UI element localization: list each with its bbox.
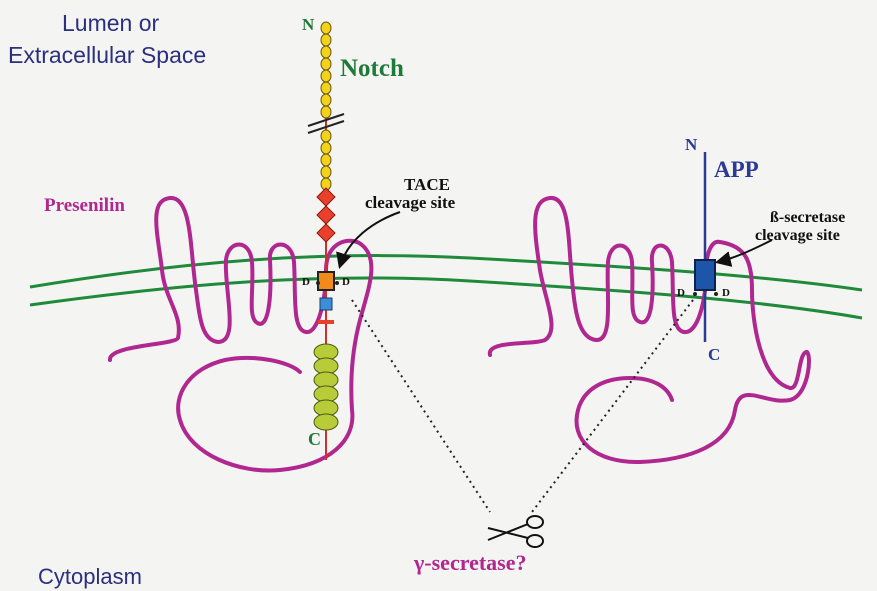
beta-secretase-box: [695, 260, 715, 290]
notch-transmembrane-box: [320, 298, 332, 310]
egf-repeat-chain: [321, 22, 331, 190]
egf-repeat: [321, 154, 331, 166]
app-d-left-dot: [693, 292, 697, 296]
notch-n-terminus: N: [302, 16, 314, 33]
lnr-diamond: [317, 224, 335, 242]
egf-repeat: [321, 106, 331, 118]
membrane-outer-line: [30, 256, 862, 290]
beta-secretase-label-line2: cleavage site: [755, 228, 840, 244]
notch-stop-bar: [318, 320, 334, 324]
lumen-label-line1: Lumen or: [62, 12, 159, 35]
app-n-terminus: N: [685, 136, 697, 153]
app-name: APP: [714, 158, 759, 181]
egf-repeat: [321, 82, 331, 94]
egf-repeat: [321, 94, 331, 106]
app-d-right-dot: [714, 292, 718, 296]
lumen-label-line2: Extracellular Space: [8, 44, 206, 67]
egf-repeat: [321, 46, 331, 58]
egf-repeat: [321, 130, 331, 142]
lnr-repeats: [317, 188, 335, 242]
notch-d-right: D: [342, 277, 350, 288]
notch-d-left-dot: [316, 281, 320, 285]
egf-repeat: [321, 166, 331, 178]
gamma-dotted-line-left: [352, 300, 490, 512]
egf-repeat: [321, 34, 331, 46]
lnr-diamond: [317, 188, 335, 206]
membrane-inner-line: [30, 278, 862, 318]
gamma-secretase-label: γ-secretase?: [414, 552, 527, 574]
notch-name: Notch: [340, 56, 404, 81]
egf-repeat: [321, 142, 331, 154]
app-c-terminus: C: [708, 346, 720, 363]
gamma-dotted-line-right: [532, 300, 693, 512]
app-d-right: D: [722, 288, 730, 299]
notch-d-right-dot: [335, 281, 339, 285]
app-d-left: D: [677, 288, 685, 299]
ankyrin-repeats: [314, 344, 338, 430]
presenilin-label: Presenilin: [44, 196, 125, 215]
tace-cleavage-box: [318, 272, 334, 290]
ankyrin-repeat: [314, 414, 338, 430]
notch-d-left: D: [302, 277, 310, 288]
egf-repeat: [321, 70, 331, 82]
scissors-icon: [488, 516, 543, 547]
notch-c-terminus: C: [308, 430, 321, 448]
tace-label-line1: TACE: [404, 176, 450, 193]
presenilin-left: [110, 198, 371, 471]
lnr-diamond: [317, 206, 335, 224]
egf-repeat: [321, 58, 331, 70]
cytoplasm-label: Cytoplasm: [38, 566, 142, 588]
egf-repeat: [321, 22, 331, 34]
tace-label-line2: cleavage site: [365, 194, 455, 211]
beta-secretase-label-line1: ß-secretase: [770, 210, 845, 226]
